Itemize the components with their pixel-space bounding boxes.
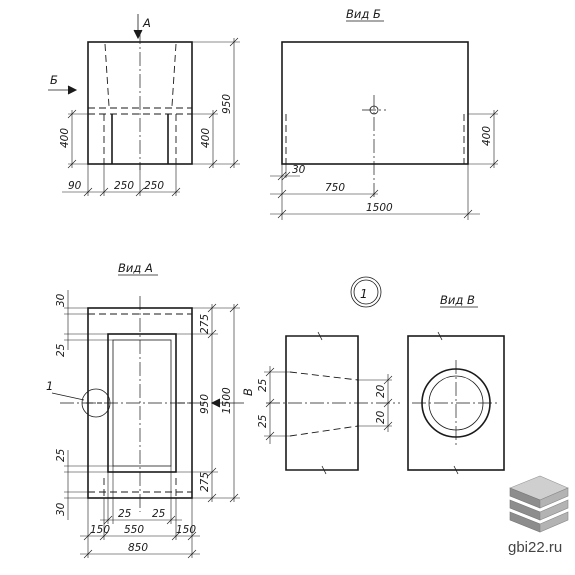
dim-400-left: 400 bbox=[59, 128, 71, 148]
dim-750: 750 bbox=[325, 182, 345, 194]
dim-20-detail-top: 20 bbox=[375, 384, 387, 398]
dim-90: 90 bbox=[68, 180, 82, 192]
dim-25-right: 25 bbox=[152, 508, 166, 520]
dim-1500-a: 1500 bbox=[221, 387, 233, 414]
detail-1: 1 25 25 20 20 bbox=[257, 276, 400, 475]
node-1-label: 1 bbox=[46, 379, 53, 393]
dim-400-b: 400 bbox=[481, 126, 493, 146]
dim-25-detail-top: 25 bbox=[257, 378, 269, 392]
view-v: Вид В bbox=[407, 293, 505, 475]
arrow-b-marker: Б bbox=[48, 73, 78, 95]
dim-250-b: 250 bbox=[144, 180, 164, 192]
arrow-a-label: А bbox=[142, 16, 151, 30]
dim-30-b: 30 bbox=[292, 164, 306, 176]
arrow-b-label: Б bbox=[50, 73, 58, 87]
detail-1-label: 1 bbox=[360, 287, 368, 301]
arrow-v-marker: В bbox=[210, 388, 255, 408]
dim-25-left: 25 bbox=[118, 508, 132, 520]
dim-250-a: 250 bbox=[114, 180, 134, 192]
view-v-title: Вид В bbox=[440, 293, 475, 307]
dim-25-top: 25 bbox=[55, 343, 67, 357]
front-view-dimensions: 950 400 400 90 250 250 bbox=[59, 37, 240, 197]
arrow-v-label: В bbox=[241, 388, 255, 396]
dim-950-a: 950 bbox=[199, 394, 211, 414]
view-b-title: Вид Б bbox=[346, 7, 381, 21]
dim-275-top: 275 bbox=[199, 314, 211, 334]
view-a-title: Вид А bbox=[118, 261, 153, 275]
dim-30-bottom: 30 bbox=[55, 502, 67, 516]
dim-275-bottom: 275 bbox=[199, 472, 211, 492]
dim-1500-b: 1500 bbox=[366, 202, 393, 214]
view-b: Вид Б bbox=[281, 7, 469, 200]
view-b-dimensions: 30 750 1500 400 bbox=[270, 109, 499, 220]
dim-20-detail-bottom: 20 bbox=[375, 410, 387, 424]
dim-25-detail-bottom: 25 bbox=[257, 414, 269, 428]
view-a: Вид А 1 bbox=[46, 261, 205, 512]
front-view bbox=[87, 30, 193, 170]
site-logo bbox=[509, 475, 569, 533]
dim-550: 550 bbox=[124, 524, 144, 536]
watermark-text: gbi22.ru bbox=[508, 539, 562, 556]
dim-25-bottom: 25 bbox=[55, 448, 67, 462]
dim-150-right: 150 bbox=[176, 524, 196, 536]
dim-400-right: 400 bbox=[200, 128, 212, 148]
dim-950: 950 bbox=[221, 94, 233, 114]
dim-850: 850 bbox=[128, 542, 148, 554]
dim-150-left: 150 bbox=[90, 524, 110, 536]
view-a-dimensions: 30 25 25 30 275 950 275 1500 25 bbox=[55, 290, 240, 559]
arrow-a-marker: А bbox=[133, 14, 151, 40]
dim-30-top: 30 bbox=[55, 293, 67, 307]
